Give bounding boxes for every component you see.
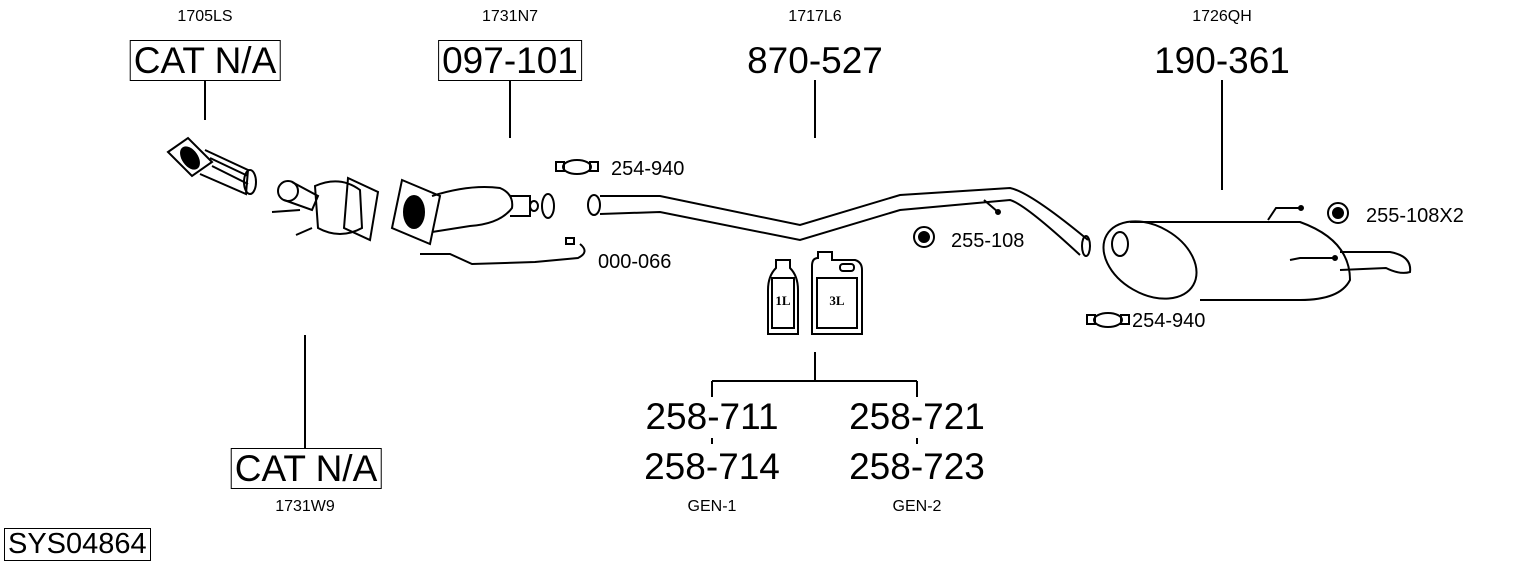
front-pipe-icon — [166, 136, 257, 196]
rear-silencer-icon — [1102, 205, 1412, 301]
accessory-clamp-rear[interactable]: 254-940 — [1132, 310, 1206, 332]
system-id: SYS04864 — [4, 528, 151, 561]
part-ref-front-pipe: 1705LS — [177, 8, 233, 25]
dpf-icon — [390, 178, 555, 246]
part-ref-dpf: 1731N7 — [481, 8, 539, 25]
canister-label: 3L — [829, 293, 845, 308]
bottle-label: 1L — [775, 293, 791, 308]
accessory-sensor-pipe[interactable]: 000-066 — [598, 251, 672, 273]
accessory-mount-centre[interactable]: 255-108 — [951, 230, 1025, 252]
accessory-clamp-front[interactable]: 254-940 — [611, 158, 685, 180]
part-code-rear-silencer[interactable]: 190-361 — [1154, 40, 1290, 81]
sensor-pipe-icon — [420, 243, 586, 266]
part-ref-catalyst: 1731W9 — [275, 498, 335, 515]
fluid-code[interactable]: 258-721 — [849, 396, 985, 437]
part-ref-rear-silencer: 1726QH — [1192, 8, 1252, 25]
rubber-mount-icon — [913, 226, 935, 248]
fluid-code[interactable]: 258-723 — [849, 446, 985, 487]
fluid-group-name: GEN-2 — [892, 498, 942, 515]
catalytic-converter-icon — [271, 176, 380, 242]
canister-icon — [811, 251, 863, 335]
fluid-group-name: GEN-1 — [687, 498, 737, 515]
part-code-dpf[interactable]: 097-101 — [438, 40, 582, 81]
clamp-icon — [1086, 312, 1130, 328]
part-code-centre-pipe[interactable]: 870-527 — [747, 40, 883, 81]
part-code-catalyst[interactable]: CAT N/A — [230, 448, 382, 489]
rubber-mount-icon — [1327, 202, 1349, 224]
fluid-code[interactable]: 258-714 — [644, 446, 780, 487]
bottle-icon — [767, 259, 799, 335]
centre-pipe-icon — [587, 186, 1091, 257]
part-code-front-pipe[interactable]: CAT N/A — [129, 40, 281, 81]
accessory-mount-rear[interactable]: 255-108X2 — [1366, 205, 1464, 227]
clamp-icon — [555, 159, 599, 175]
sensor-plug-icon — [565, 237, 575, 245]
part-ref-centre-pipe: 1717L6 — [788, 8, 842, 25]
fluid-code[interactable]: 258-711 — [645, 396, 779, 437]
